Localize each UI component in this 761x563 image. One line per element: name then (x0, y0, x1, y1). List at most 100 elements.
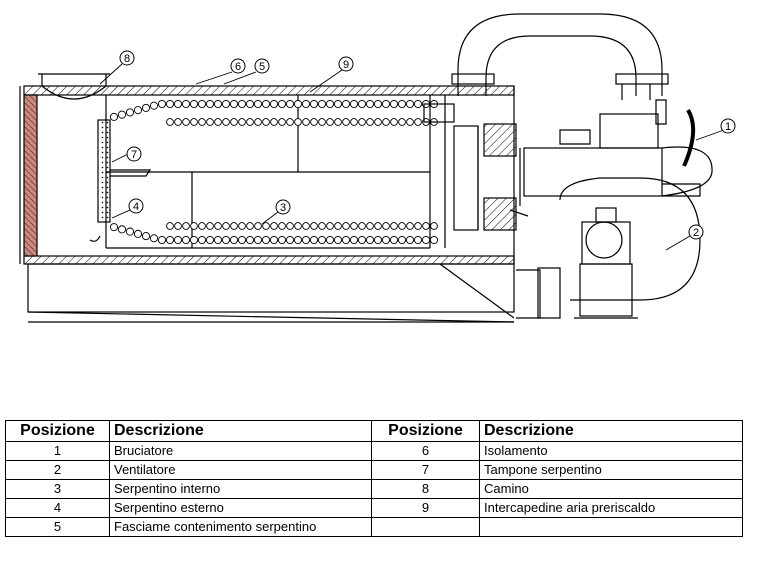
coil-tube (422, 222, 430, 230)
description-cell: Fasciame contenimento serpentino (109, 517, 372, 537)
coil-tube (237, 235, 247, 245)
table-row: 5 Fasciame contenimento serpentino (5, 517, 743, 537)
description-cell: Tampone serpentino (479, 460, 743, 480)
coil-tube (341, 99, 351, 109)
header-position-left: Posizione (5, 420, 110, 442)
coil-tube (182, 118, 190, 126)
coil-tube (333, 235, 343, 245)
coil-tube (277, 235, 287, 245)
coil-tube (245, 235, 255, 245)
burner-head (423, 103, 529, 231)
coil-tube (229, 99, 239, 109)
svg-text:3: 3 (280, 202, 286, 214)
callout-4: 4 (128, 198, 144, 214)
coil-tube (214, 222, 222, 230)
callout-3: 3 (275, 199, 291, 215)
coil-tube (253, 235, 263, 245)
coil-tube (237, 99, 247, 109)
coil-tube (318, 118, 326, 126)
coil-tube (165, 235, 175, 245)
coil-tube (333, 99, 343, 109)
coil-tube (341, 235, 351, 245)
coil-tube (382, 222, 390, 230)
table-row: 4 Serpentino esterno 9 Intercapedine ari… (5, 498, 743, 518)
header-description-right: Descrizione (479, 420, 743, 442)
header-position-right: Posizione (371, 420, 480, 442)
table-row: 3 Serpentino interno 8 Camino (5, 479, 743, 499)
coil-tube (285, 99, 295, 109)
coil-tube (390, 118, 398, 126)
svg-text:1: 1 (725, 121, 731, 133)
coil-tube (214, 118, 222, 126)
svg-text:7: 7 (131, 149, 137, 161)
coil-tube (350, 118, 358, 126)
coil-tube (301, 99, 311, 109)
description-cell: Serpentino interno (109, 479, 372, 499)
coil-tube (310, 118, 318, 126)
coil-tube (366, 222, 374, 230)
position-cell: 5 (5, 517, 110, 537)
coil-tube (157, 235, 167, 245)
coil-tube (133, 106, 143, 115)
description-cell: Bruciatore (109, 441, 372, 461)
position-cell: 7 (371, 460, 480, 480)
coil-tube (190, 222, 198, 230)
coil-tube (173, 99, 183, 109)
coil-tube (406, 222, 414, 230)
outer-coil-bottom (109, 223, 439, 245)
position-cell: 8 (371, 479, 480, 499)
coil-tube (190, 118, 198, 126)
coil-tube (301, 235, 311, 245)
header-description-left: Descrizione (109, 420, 372, 442)
coil-tube (357, 235, 367, 245)
coil-tube (357, 99, 367, 109)
coil-tube (174, 222, 182, 230)
coil-tube (189, 235, 199, 245)
coil-tube (182, 222, 190, 230)
coil-tube (365, 235, 375, 245)
coil-tube (382, 118, 390, 126)
position-cell: 9 (371, 498, 480, 518)
coil-tube (246, 222, 254, 230)
coil-tube (405, 99, 415, 109)
coil-tube (222, 222, 230, 230)
coil-tube (254, 118, 262, 126)
coil-tube (293, 99, 303, 109)
coil-tube (398, 222, 406, 230)
coil-tube (181, 235, 191, 245)
description-cell: Ventilatore (109, 460, 372, 480)
position-cell: 4 (5, 498, 110, 518)
coil-tube (334, 222, 342, 230)
coil-tube (389, 235, 399, 245)
coil-tube (125, 227, 135, 236)
coil-tube (133, 229, 143, 238)
coil-tube (181, 99, 191, 109)
coil-tube (205, 235, 215, 245)
coil-tube (374, 118, 382, 126)
coil-tube (157, 99, 167, 109)
coil-tube (222, 118, 230, 126)
coil-tube (125, 108, 135, 117)
coil-tube (229, 235, 239, 245)
coil-tube (302, 118, 310, 126)
coil-tampon (97, 119, 152, 223)
coil-tube (165, 99, 175, 109)
svg-text:2: 2 (693, 227, 699, 239)
table-row: 2 Ventilatore 7 Tampone serpentino (5, 460, 743, 480)
coil-tube (414, 222, 422, 230)
coil-tube (213, 235, 223, 245)
coil-tube (421, 235, 431, 245)
coil-tube (429, 235, 439, 245)
coil-tube (149, 101, 159, 110)
coil-tube (278, 222, 286, 230)
coil-tube (365, 99, 375, 109)
coil-tube (381, 99, 391, 109)
callout-6: 6 (230, 58, 246, 74)
coil-tube (253, 99, 263, 109)
coil-tube (413, 99, 423, 109)
coil-tube (317, 99, 327, 109)
coil-tube (262, 118, 270, 126)
position-cell (371, 517, 480, 537)
coil-tube (205, 99, 215, 109)
coil-tube (262, 222, 270, 230)
